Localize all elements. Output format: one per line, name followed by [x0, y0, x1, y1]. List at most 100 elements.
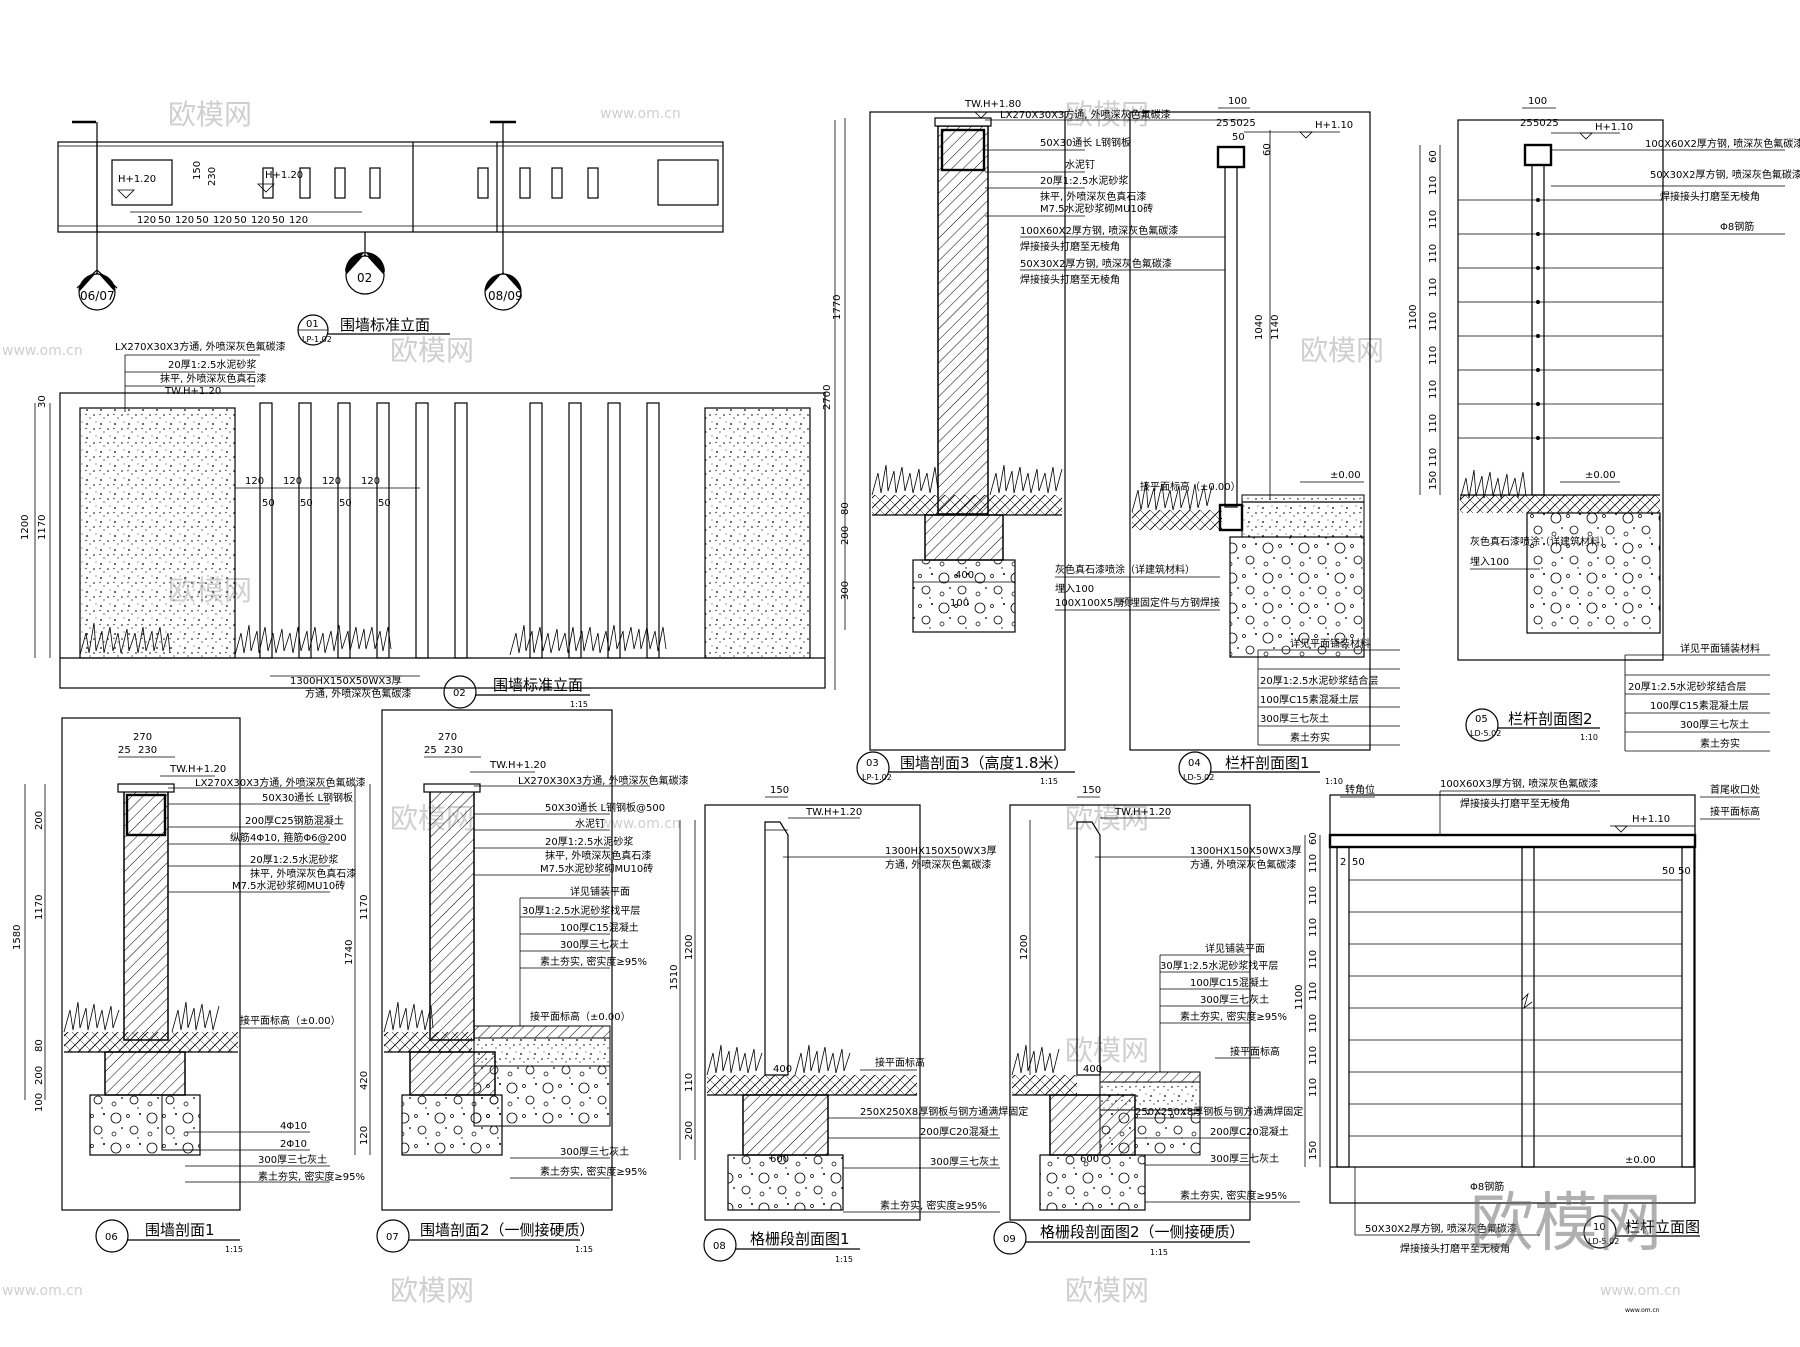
scale-label: 1:15	[575, 1245, 593, 1254]
level-label: ±0.00	[1585, 470, 1616, 481]
dim-label: 120	[251, 215, 270, 226]
dim-label: 25	[1216, 118, 1229, 129]
level-label: TW.H+1.20	[169, 764, 226, 775]
dim-label: 110	[1428, 244, 1439, 263]
dim-label: 1580	[12, 925, 23, 950]
note: 首尾收口处	[1710, 783, 1760, 796]
note: 250X250X8厚钢板与钢方通满焊固定	[860, 1105, 1028, 1118]
svg-text:30厚1:2.5水泥砂浆找平层: 30厚1:2.5水泥砂浆找平层	[522, 904, 640, 917]
dim-label: 600	[1080, 1154, 1099, 1165]
dim-label: 110	[1308, 1078, 1319, 1097]
svg-text:20厚1:2.5水泥砂浆结合层: 20厚1:2.5水泥砂浆结合层	[1260, 674, 1378, 687]
dim-label: 1770	[832, 295, 843, 320]
note: 焊接接头打磨至无棱角	[1020, 240, 1120, 253]
dim-label: 60	[1428, 150, 1439, 163]
level-label: TW.H+1.20	[489, 760, 546, 771]
svg-text:素土夯实: 素土夯实	[1290, 731, 1330, 744]
dim-label: 120	[137, 215, 156, 226]
svg-text:08/09: 08/09	[488, 289, 523, 303]
note: 灰色真石漆喷涂（详建筑材料）	[1470, 535, 1610, 548]
note: 接平面标高	[1710, 805, 1760, 818]
dim-label: 1200	[684, 935, 695, 960]
svg-text:详见铺装平面: 详见铺装平面	[1205, 942, 1265, 955]
dim-label: 230	[138, 745, 157, 756]
drawing-04-railing-section-1: 100 25 50 25 50 H+1.10 ±0.00 接平面标高（±0.00…	[1020, 96, 1400, 786]
dim-label: 110	[1428, 176, 1439, 195]
drawing-07-wall-section-2: 270 25 230 1740 1170 420 120 TW.H+1.20 L…	[344, 709, 689, 1254]
note: 1300HX150X50WX3厚	[1190, 845, 1302, 857]
svg-text:02: 02	[357, 271, 372, 285]
scale-label: 1:10	[1580, 733, 1598, 742]
dim-label: 120	[361, 476, 380, 487]
dim-label: 110	[1428, 448, 1439, 467]
dim-label: 1170	[37, 515, 48, 540]
watermark-brand: 欧模网	[1065, 802, 1149, 835]
drawing-02-elevation: 1200 1170 30 120 50 120 50 120 50 120 50…	[20, 120, 836, 709]
note: 100X60X2厚方钢, 喷深灰色氟碳漆	[1020, 224, 1178, 237]
note: 300厚三七灰土	[258, 1153, 327, 1166]
dim-label: 1040	[1254, 315, 1265, 340]
drawing-title: 围墙标准立面	[493, 676, 583, 694]
dim-label: 400	[955, 570, 974, 581]
dim-label: 420	[359, 1071, 370, 1090]
dim-label: 110	[1308, 1014, 1319, 1033]
drawing-title: 围墙剖面3（高度1.8米）	[900, 754, 1068, 772]
grade-label: 接平面标高（±0.00）	[1140, 480, 1241, 493]
dim-label: 50	[1533, 118, 1546, 129]
dim-label: 270	[133, 732, 152, 743]
note: 转角位	[1345, 783, 1375, 796]
watermark-brand: 欧模网	[1300, 334, 1384, 367]
dim-label: 110	[1308, 886, 1319, 905]
dim-label: 300	[840, 581, 851, 600]
dim-label: 110	[684, 1073, 695, 1092]
section-marker-06-07: 06/07	[76, 269, 118, 311]
dim-label: 50	[1352, 857, 1365, 868]
dim-label: 80	[840, 502, 851, 515]
dim-label: 50	[1678, 866, 1691, 877]
level-label: H+1.10	[1595, 122, 1633, 133]
note: 焊接接头打磨平至无棱角	[1460, 797, 1570, 810]
dim-label: 50	[158, 215, 171, 226]
horizontal-rails	[1349, 879, 1682, 1137]
dim-label: 100	[34, 1093, 45, 1112]
note: 300厚三七灰土	[560, 1145, 629, 1158]
note: LX270X30X3方通, 外喷深灰色氟碳漆	[1000, 108, 1171, 121]
level-label: ±0.00	[1330, 470, 1361, 481]
drawing-number: 02	[453, 688, 466, 699]
dim-label: 50	[1230, 118, 1243, 129]
note: 抹平, 外喷深灰色真石漆	[160, 372, 266, 385]
dim-label: 1170	[34, 895, 45, 920]
drawing-title: 栏杆剖面图1	[1225, 754, 1310, 772]
dim-label: 25	[1546, 118, 1559, 129]
watermark-footer: www.om.cn	[1625, 1307, 1660, 1314]
dim-label: 80	[34, 1039, 45, 1052]
scale-label: 1:15	[570, 700, 588, 709]
layer-callout-list: 详见铺装平面 30厚1:2.5水泥砂浆找平层 100厚C15混凝土 300厚三七…	[1159, 942, 1287, 1072]
note: 200厚C20混凝土	[920, 1125, 999, 1138]
note: M7.5水泥砂浆砌MU10砖	[540, 862, 653, 875]
grille-slats	[259, 402, 660, 659]
drawing-number: 03	[866, 758, 879, 769]
drawing-06-wall-section-1: 270 25 230 1580 1170 200 80 200 100 TW.H…	[12, 717, 366, 1254]
dim-label: 50	[196, 215, 209, 226]
dim-label: 1740	[344, 940, 355, 965]
dim-label: 110	[1428, 278, 1439, 297]
svg-text:素土夯实, 密实度≥95%: 素土夯实, 密实度≥95%	[540, 955, 647, 968]
grade-label: 接平面标高	[1230, 1045, 1280, 1058]
drawing-title: 格栅段剖面图2（一侧接硬质）	[1040, 1223, 1245, 1241]
note: 100X60X2厚方钢, 喷深灰色氟碳漆	[1645, 137, 1800, 150]
note: 素土夯实, 密实度≥95%	[540, 1165, 647, 1178]
dim-label: 50	[1662, 866, 1675, 877]
note: 抹平, 外喷深灰色真石漆	[1040, 190, 1146, 203]
dim-label: 200	[684, 1121, 695, 1140]
dim-label: 110	[1428, 312, 1439, 331]
drawing-ref: LD-5.02	[1470, 729, 1501, 738]
level-label: TW.H+1.20	[1114, 807, 1171, 818]
svg-text:素土夯实, 密实度≥95%: 素土夯实, 密实度≥95%	[1180, 1010, 1287, 1023]
svg-text:300厚三七灰土: 300厚三七灰土	[1680, 718, 1749, 731]
watermark-brand: 欧模网	[390, 334, 474, 367]
dim-label: 1170	[359, 895, 370, 920]
note: 焊接接头打磨平至无棱角	[1400, 1242, 1510, 1255]
note: 50X30通长 L钢钢板	[1040, 136, 1131, 149]
